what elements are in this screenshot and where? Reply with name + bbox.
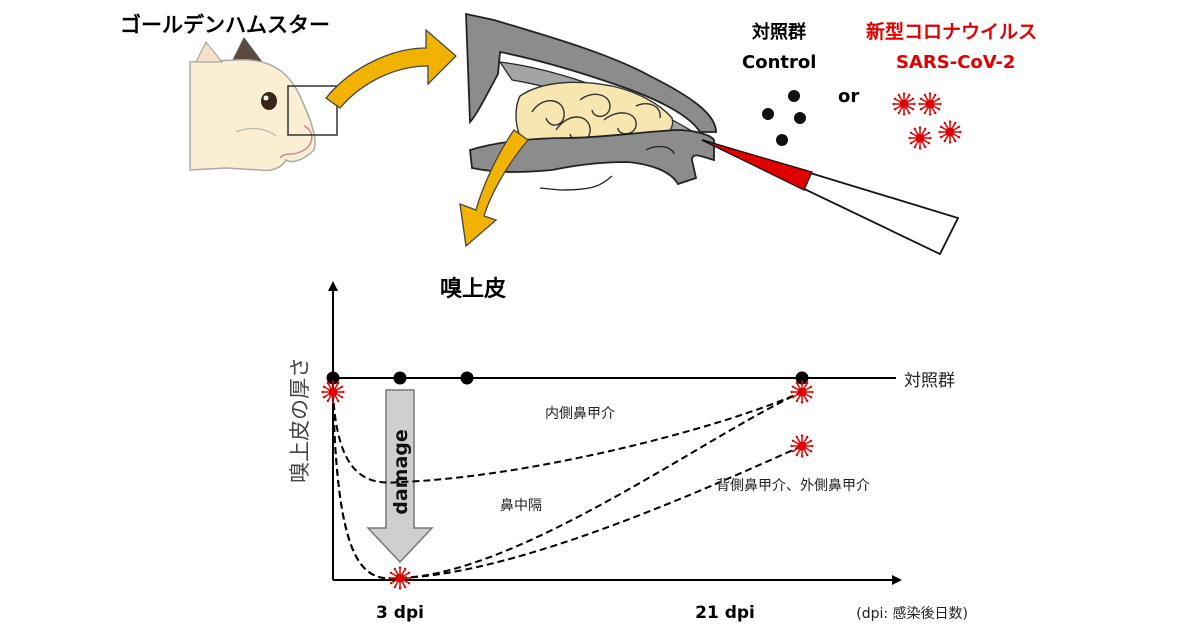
infected-point-0dpi (321, 380, 345, 404)
damage-arrow (366, 389, 434, 564)
series-label-control: 対照群 (904, 371, 955, 391)
control-label-en: Control (742, 52, 816, 73)
virus-icon-4 (938, 120, 962, 144)
arrow-hamster-to-section (325, 28, 457, 109)
control-dots (762, 90, 806, 146)
pipette (701, 139, 960, 256)
olfactory-epithelium-label: 嗅上皮 (440, 276, 506, 302)
infected-point-21dpi-upper (790, 380, 814, 404)
series-label-dorsal-lateral-turbinate: 背側鼻甲介、外側鼻甲介 (716, 477, 870, 494)
virus-label-en: SARS-CoV-2 (896, 52, 1015, 73)
y-axis-label: 嗅上皮の厚さ (288, 357, 312, 483)
series-label-septum: 鼻中隔 (500, 497, 542, 514)
control-point-1 (326, 371, 340, 385)
hamster-title: ゴールデンハムスター (120, 13, 330, 37)
x-tick-3dpi: 3 dpi (376, 603, 424, 623)
virus-icons (892, 92, 962, 150)
nasal-cavity-section (465, 12, 717, 191)
x-tick-21dpi: 21 dpi (695, 603, 755, 623)
chart: 嗅上皮の厚さ 3 dpi 21 dpi (dpi: 感染後日数) damage … (288, 281, 968, 623)
series-label-medial-turbinate: 内側鼻甲介 (545, 405, 615, 422)
hamster-illustration (189, 37, 338, 172)
medial-turbinate-curve (332, 391, 803, 484)
damage-label: damage (390, 429, 412, 515)
or-label: or (838, 86, 859, 107)
hamster-eye (261, 92, 277, 110)
arrow-to-olfactory-epithelium (459, 129, 529, 248)
virus-icon-3 (908, 126, 932, 150)
virus-label-jp: 新型コロナウイルス (866, 20, 1037, 43)
infected-point-21dpi-lower (790, 434, 814, 458)
virus-icon-1 (892, 92, 916, 116)
nose-focus-box (287, 85, 338, 136)
infected-point-3dpi (388, 566, 412, 590)
x-axis-note: (dpi: 感染後日数) (856, 605, 968, 622)
control-label-jp: 対照群 (751, 21, 806, 43)
virus-icon-2 (918, 92, 942, 116)
control-point-3 (460, 371, 474, 385)
dorsal-lateral-turbinate-curve (332, 391, 803, 580)
control-point-2 (393, 371, 407, 385)
control-point-4 (795, 371, 809, 385)
